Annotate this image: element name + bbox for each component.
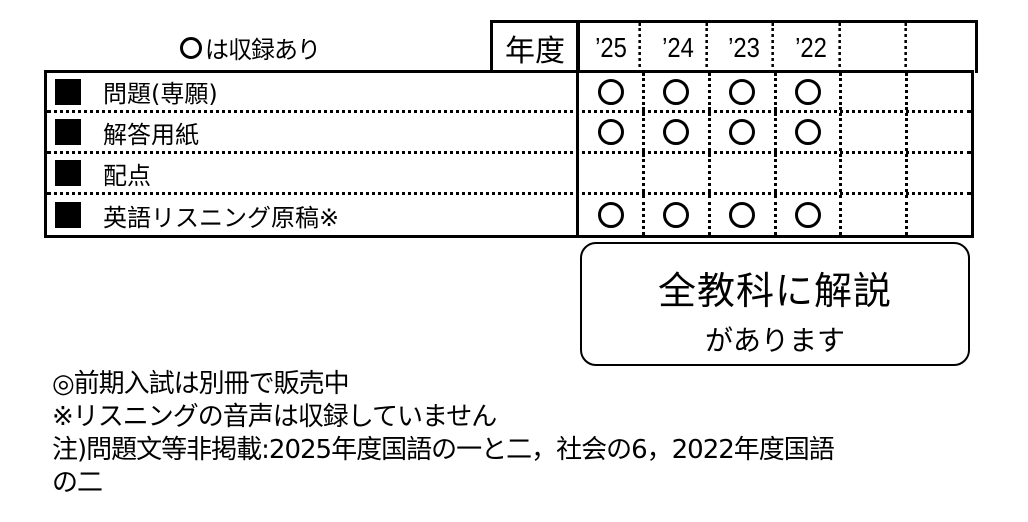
callout-line1: 全教科に解説 (657, 269, 892, 313)
nendo-text: 年度 (505, 33, 565, 69)
year-col: ’22 (783, 23, 841, 73)
year-header-label: 年度 (490, 20, 580, 72)
square-bullet-icon (55, 78, 81, 105)
row-label-text: 配点 (103, 161, 151, 190)
year-cell (777, 195, 843, 235)
explanation-callout: 全教科に解説 があります (580, 242, 970, 366)
year-cell (777, 154, 843, 192)
year-cell (908, 154, 971, 192)
note-line: の二 (52, 468, 103, 498)
circle-mark-icon (795, 78, 822, 105)
circle-mark-icon (729, 78, 756, 105)
row-label: 問題(専願) (47, 73, 576, 110)
year-cell (842, 113, 909, 151)
year-cell (579, 73, 646, 110)
circle-mark-icon (597, 202, 624, 228)
year-cell (711, 154, 777, 192)
year-cell (645, 113, 711, 151)
legend: は収録あり (180, 30, 321, 65)
year-cell (645, 154, 711, 192)
circle-mark-icon (180, 37, 202, 59)
year-header-row: ’25 ’24 ’23 ’22 (576, 20, 978, 73)
year-cell (908, 113, 971, 151)
year-cell (908, 195, 971, 235)
note-line: ◎前期入試は別冊で販売中 (52, 369, 350, 399)
row-label: 配点 (47, 154, 576, 192)
circle-mark-icon (795, 119, 822, 145)
year-cell (645, 73, 711, 110)
contents-table: 問題(専願) 解答用紙配点英語リスニング原稿※ (44, 70, 974, 238)
year-cell (711, 73, 777, 110)
year-col (916, 23, 970, 73)
year-col: ’23 (717, 23, 774, 73)
note-line: ※リスニングの音声は収録していません (52, 402, 497, 432)
circle-mark-icon (795, 202, 822, 228)
table-row: 問題(専願) (47, 73, 971, 113)
table-row: 配点 (47, 154, 971, 195)
year-cell (579, 154, 646, 192)
year-col (850, 23, 907, 73)
note-line: 注)問題文等非掲載:2025年度国語の一と二，社会の6，2022年度国語 (52, 435, 835, 465)
year-cell (842, 154, 909, 192)
callout-line2: があります (704, 324, 845, 357)
year-cell (842, 195, 909, 235)
square-bullet-icon (55, 119, 81, 145)
year-cell (711, 195, 777, 235)
table-row: 英語リスニング原稿※ (47, 195, 971, 235)
notes: ◎前期入試は別冊で販売中 ※リスニングの音声は収録していません 注)問題文等非掲… (52, 368, 835, 500)
year-cell (908, 73, 971, 110)
year-col: ’24 (650, 23, 708, 73)
circle-mark-icon (729, 119, 756, 145)
row-label-text: 英語リスニング原稿※ (103, 203, 340, 232)
row-label: 解答用紙 (47, 113, 576, 151)
circle-mark-icon (663, 119, 690, 145)
circle-mark-icon (663, 78, 690, 105)
table-row: 解答用紙 (47, 113, 971, 154)
year-cell (711, 113, 777, 151)
year-cell (579, 113, 646, 151)
circle-mark-icon (663, 202, 690, 228)
circle-mark-icon (597, 78, 624, 105)
year-cell (777, 73, 843, 110)
row-label-text: 問題(専願) (103, 80, 218, 108)
year-col: ’25 (584, 23, 641, 73)
circle-mark-icon (597, 119, 624, 145)
row-label-text: 解答用紙 (103, 120, 199, 149)
year-cell (842, 73, 909, 110)
circle-mark-icon (729, 202, 756, 228)
square-bullet-icon (55, 202, 81, 228)
year-cell (579, 195, 646, 235)
legend-text: は収録あり (205, 36, 321, 64)
year-cell (777, 113, 843, 151)
square-bullet-icon (55, 160, 81, 186)
year-cell (645, 195, 711, 235)
row-label: 英語リスニング原稿※ (47, 195, 576, 235)
